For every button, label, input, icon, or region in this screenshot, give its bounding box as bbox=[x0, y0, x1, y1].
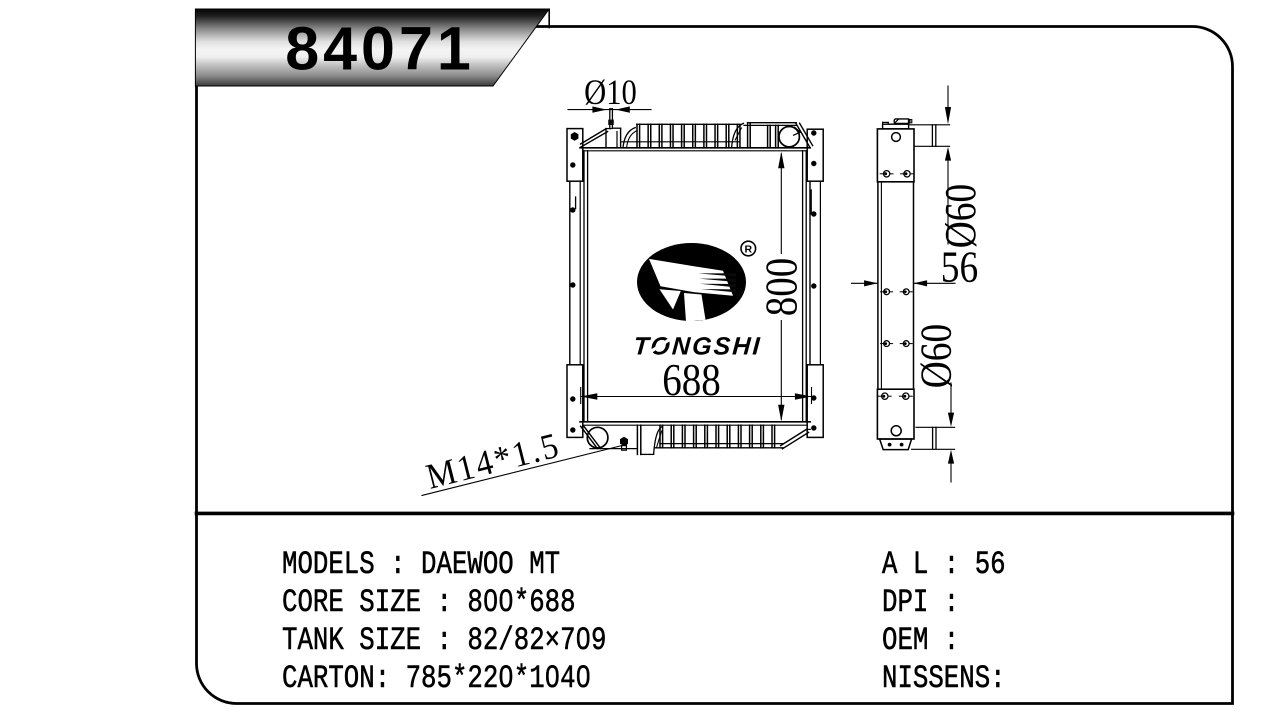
registered-trademark-icon bbox=[740, 240, 757, 257]
dim-top-pipe: Ø60 bbox=[936, 184, 984, 248]
logo-o-slash bbox=[646, 337, 672, 356]
dim-bottom-pipe: Ø60 bbox=[912, 324, 960, 388]
spec-table: MODELS : DAEWOO MT CORE SIZE : 800*688 T… bbox=[282, 546, 1006, 697]
radiator-front-view bbox=[566, 108, 824, 456]
registered-trademark-letter: R bbox=[745, 243, 753, 255]
spec-core-size: CORE SIZE : 800*688 bbox=[282, 585, 576, 621]
spec-tank-size: TANK SIZE : 82/82×709 bbox=[282, 623, 606, 659]
dim-filler-diameter: Ø10 bbox=[584, 73, 637, 113]
spec-dpi: DPI : bbox=[882, 585, 959, 621]
page-frame bbox=[194, 25, 1235, 705]
spec-models: MODELS : DAEWOO MT bbox=[282, 547, 560, 583]
zero-dot-patches bbox=[487, 596, 587, 680]
dim-core-width: 688 bbox=[662, 355, 721, 406]
brand-logo: R TONGSHI bbox=[633, 240, 763, 361]
radiator-side-view bbox=[876, 118, 915, 451]
side-view-dimensions: Ø60 56 Ø60 bbox=[850, 85, 985, 483]
spec-oem: OEM : bbox=[882, 623, 959, 659]
part-number-banner: 84071 bbox=[194, 8, 551, 87]
spec-nissens: NISSENS: bbox=[882, 661, 1006, 697]
brand-name: TONGSHI bbox=[633, 333, 763, 361]
dim-core-thickness: 56 bbox=[941, 243, 978, 291]
part-number: 84071 bbox=[285, 15, 475, 83]
spec-carton: CARTON: 785*220*1040 bbox=[282, 661, 591, 697]
drain-thread-label: M14*1.5 bbox=[422, 425, 564, 497]
dim-core-height: 800 bbox=[757, 258, 808, 317]
spec-al: A L : 56 bbox=[882, 547, 1006, 583]
